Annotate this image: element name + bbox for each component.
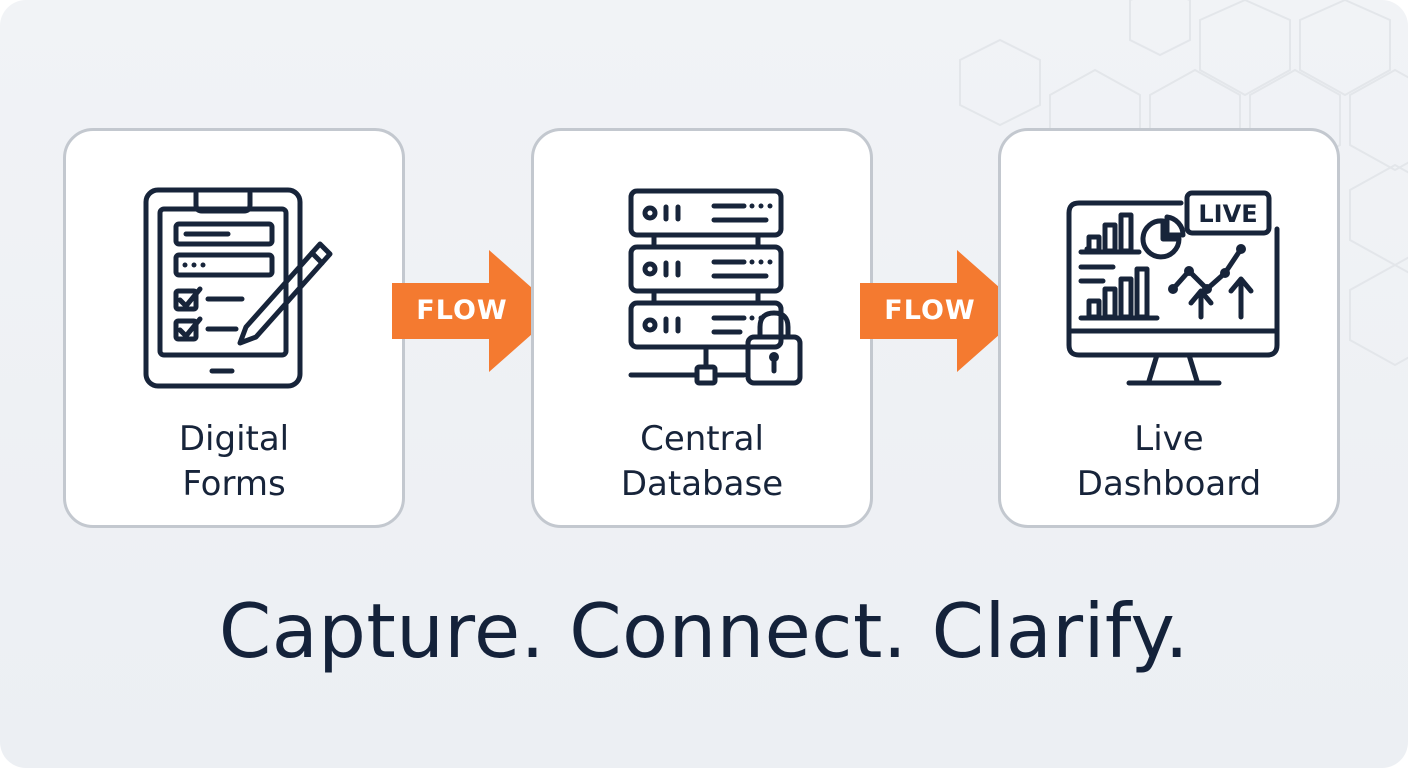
step-card-live-dashboard: LIVE Live Dashboard (998, 128, 1340, 528)
tagline: Capture. Connect. Clarify. (218, 587, 1190, 675)
step-card-digital-forms: Digital Forms (63, 128, 405, 528)
arrow-right-icon (860, 250, 1026, 372)
step-card-central-database: Central Database (531, 128, 873, 528)
flow-arrow-1: FLOW (392, 250, 558, 372)
flow-label: FLOW (416, 295, 508, 326)
step-label: Live Dashboard (1001, 417, 1337, 507)
step-label-line-2: Dashboard (1076, 464, 1262, 504)
step-label-line-2: Forms (182, 464, 286, 504)
step-label-line-1: Digital (178, 419, 290, 459)
monitor-dashboard-icon: LIVE (1066, 190, 1280, 386)
step-label-line-1: Central (640, 419, 764, 459)
flow-label: FLOW (884, 295, 976, 326)
flow-arrow-2: FLOW (860, 250, 1026, 372)
tablet-form-icon (143, 187, 333, 389)
step-label-line-2: Database (620, 464, 784, 504)
step-label-line-1: Live (1134, 419, 1204, 459)
arrow-right-icon (392, 250, 558, 372)
step-label: Central Database (534, 417, 870, 507)
step-label: Digital Forms (66, 417, 402, 507)
database-server-icon (628, 188, 803, 386)
live-badge-text: LIVE (1198, 200, 1257, 228)
